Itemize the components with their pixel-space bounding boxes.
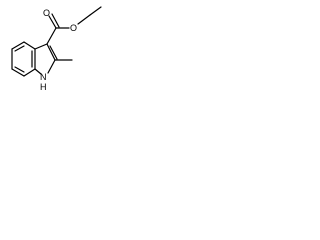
nitrogen-hydrogen-label: H (40, 82, 47, 92)
nitrogen-label: N (40, 72, 47, 82)
molecule-drawing: O O N H (11, 6, 102, 92)
bond-ethyl-1 (77, 14, 91, 25)
structure-diagram: O O N H (0, 0, 105, 99)
bond-carbonyl-carbon (46, 27, 57, 45)
bond-ethyl-2 (89, 6, 102, 16)
bond-pyrrole-1 (34, 43, 48, 50)
bond-lines (11, 6, 102, 77)
bond-benzene-5 (23, 68, 36, 77)
bond-pyrrole-3 (47, 59, 56, 74)
bond-pyrrole-2 (46, 43, 56, 61)
bond-benzene-2 (11, 41, 25, 50)
bond-carbonyl-double-2 (51, 13, 60, 28)
oxygen-label-ester: O (70, 23, 77, 33)
bond-pyrrole-4 (34, 68, 42, 75)
bond-benzene-inner-3 (14, 66, 25, 73)
bond-benzene-3 (23, 41, 36, 50)
bond-pyrrole-inner-double (49, 45, 58, 60)
bond-benzene-6 (11, 68, 25, 77)
bond-carbonyl-double-1 (48, 15, 57, 29)
bond-benzene-inner-1 (14, 45, 25, 52)
oxygen-label-carbonyl: O (43, 8, 50, 18)
